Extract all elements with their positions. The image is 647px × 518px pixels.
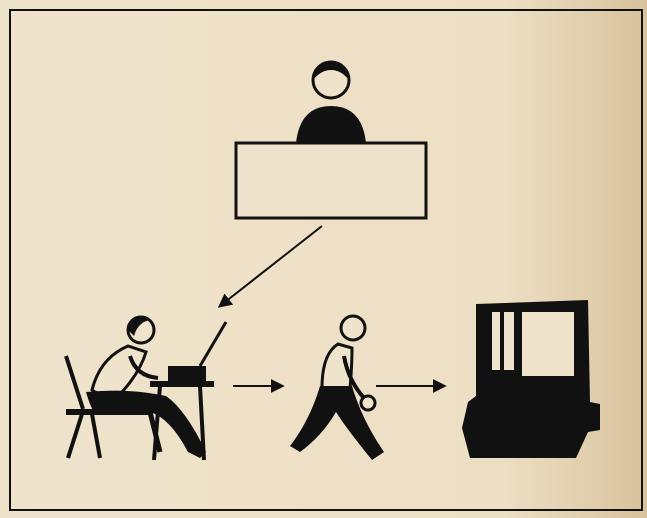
terminal-keyboard bbox=[168, 366, 206, 382]
computer-panel-divider bbox=[500, 312, 504, 370]
manager-desk bbox=[236, 143, 426, 218]
courier-head bbox=[341, 316, 365, 340]
computer-panel-right bbox=[522, 312, 574, 376]
carried-reel bbox=[361, 396, 375, 410]
mainframe-computer-icon bbox=[462, 300, 600, 458]
